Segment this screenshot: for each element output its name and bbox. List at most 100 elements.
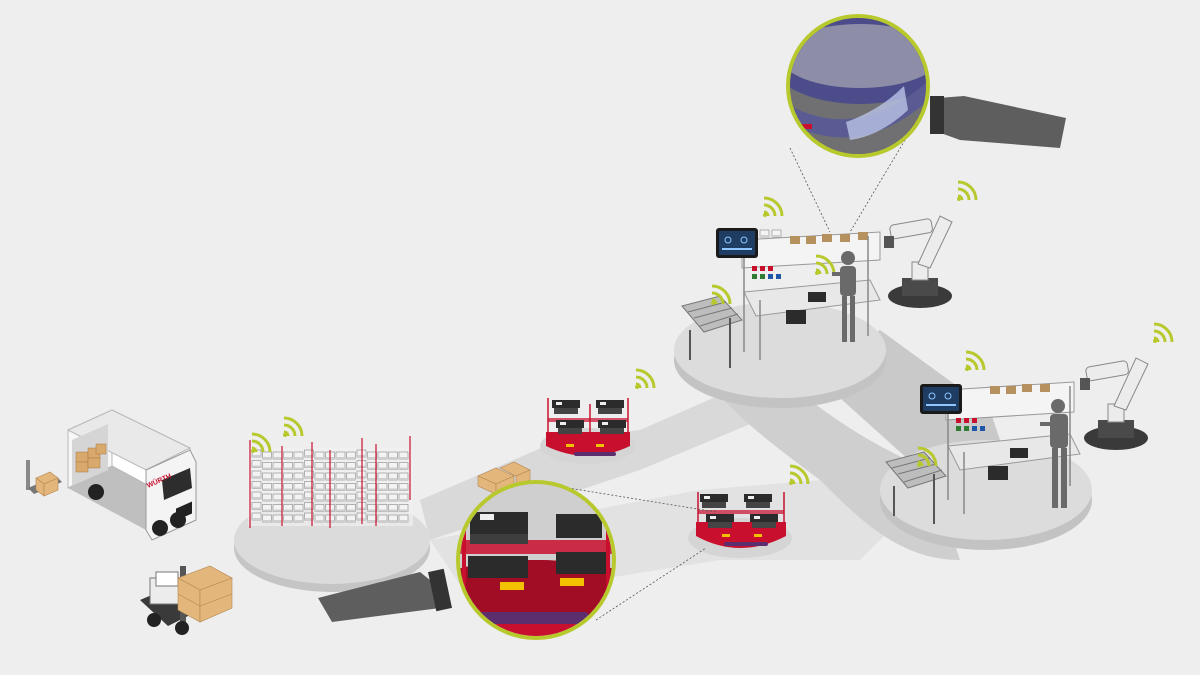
storage-bin — [388, 493, 398, 502]
storage-bin — [398, 504, 409, 512]
storage-bin — [314, 504, 325, 512]
robot-arm-upper — [884, 180, 978, 308]
storage-bin — [272, 462, 283, 470]
storage-bin — [283, 514, 293, 523]
delivery-truck: WÜRTH — [26, 409, 197, 541]
storage-bin — [272, 504, 283, 512]
storage-bin — [293, 493, 304, 502]
storage-bin — [377, 462, 388, 470]
magnifier-smart-glasses — [786, 14, 1066, 233]
storage-bin — [293, 472, 304, 481]
workstation-platform-upper — [674, 196, 886, 408]
storage-bin — [388, 483, 398, 491]
roller-conveyor — [885, 446, 947, 524]
forklift — [140, 565, 233, 635]
storage-bin — [346, 483, 356, 491]
storage-bin — [272, 493, 283, 502]
storage-bin — [283, 451, 293, 460]
agv-upper — [540, 368, 656, 464]
storage-bin — [367, 451, 377, 460]
storage-bin — [377, 483, 388, 491]
workstation-screen-lower — [920, 384, 962, 414]
storage-bin — [346, 462, 356, 470]
storage-bin — [346, 451, 356, 460]
storage-bin — [377, 514, 388, 523]
storage-bin — [398, 514, 409, 523]
storage-bin — [335, 493, 346, 502]
storage-bin — [346, 514, 356, 523]
worker-lower — [1040, 399, 1068, 508]
storage-bin — [377, 451, 388, 460]
storage-bin — [398, 483, 409, 491]
storage-bin — [262, 462, 272, 470]
storage-bin — [335, 462, 346, 470]
storage-bin — [283, 472, 293, 481]
storage-bin — [293, 483, 304, 491]
storage-bin — [335, 451, 346, 460]
storage-bin — [283, 504, 293, 512]
shelving-platform — [234, 416, 430, 592]
storage-bin — [314, 451, 325, 460]
storage-bin — [377, 472, 388, 481]
storage-bin — [251, 460, 262, 468]
storage-bin — [398, 472, 409, 481]
storage-bin — [346, 472, 356, 481]
storage-bin — [251, 502, 262, 510]
storage-bin — [388, 472, 398, 481]
storage-bin — [367, 493, 377, 502]
storage-bin — [314, 472, 325, 481]
magnifier-handle — [938, 96, 1066, 148]
smart-glasses-icon — [790, 18, 926, 154]
worker-upper — [832, 251, 856, 342]
storage-bin — [251, 512, 262, 521]
storage-bin — [367, 472, 377, 481]
storage-bin — [262, 514, 272, 523]
storage-bin — [262, 451, 272, 460]
storage-bin — [293, 462, 304, 470]
storage-bin — [346, 504, 356, 512]
roller-conveyor — [681, 284, 743, 368]
storage-bin — [314, 483, 325, 491]
storage-bin — [335, 472, 346, 481]
storage-bin — [283, 462, 293, 470]
storage-bin — [272, 483, 283, 491]
storage-bin — [272, 451, 283, 460]
storage-bin — [293, 451, 304, 460]
storage-bin — [398, 493, 409, 502]
storage-bin — [293, 504, 304, 512]
storage-bin — [367, 483, 377, 491]
storage-bin — [388, 462, 398, 470]
storage-bin — [388, 451, 398, 460]
storage-bin — [398, 462, 409, 470]
storage-bin — [262, 504, 272, 512]
storage-bin — [335, 483, 346, 491]
storage-bin — [314, 514, 325, 523]
storage-bin — [283, 483, 293, 491]
storage-bin — [283, 493, 293, 502]
magnifier-handle — [318, 572, 440, 622]
storage-bin — [314, 462, 325, 470]
storage-bin — [272, 514, 283, 523]
agv-lower — [688, 464, 810, 558]
storage-bin — [293, 514, 304, 523]
storage-bin — [388, 504, 398, 512]
storage-bin — [388, 514, 398, 523]
workbench — [945, 350, 1081, 514]
storage-bin — [251, 470, 262, 479]
storage-bin — [377, 504, 388, 512]
storage-bin — [335, 504, 346, 512]
robot-arm-lower — [1080, 322, 1174, 450]
workstation-screen-upper — [716, 228, 758, 258]
storage-bin — [346, 493, 356, 502]
storage-bin — [262, 483, 272, 491]
storage-bin — [367, 462, 377, 470]
storage-bin — [377, 493, 388, 502]
storage-bin — [262, 493, 272, 502]
storage-bin — [272, 472, 283, 481]
storage-bin — [251, 491, 262, 500]
storage-bin — [335, 514, 346, 523]
storage-bin — [367, 504, 377, 512]
storage-bin — [262, 472, 272, 481]
storage-bin — [251, 481, 262, 489]
